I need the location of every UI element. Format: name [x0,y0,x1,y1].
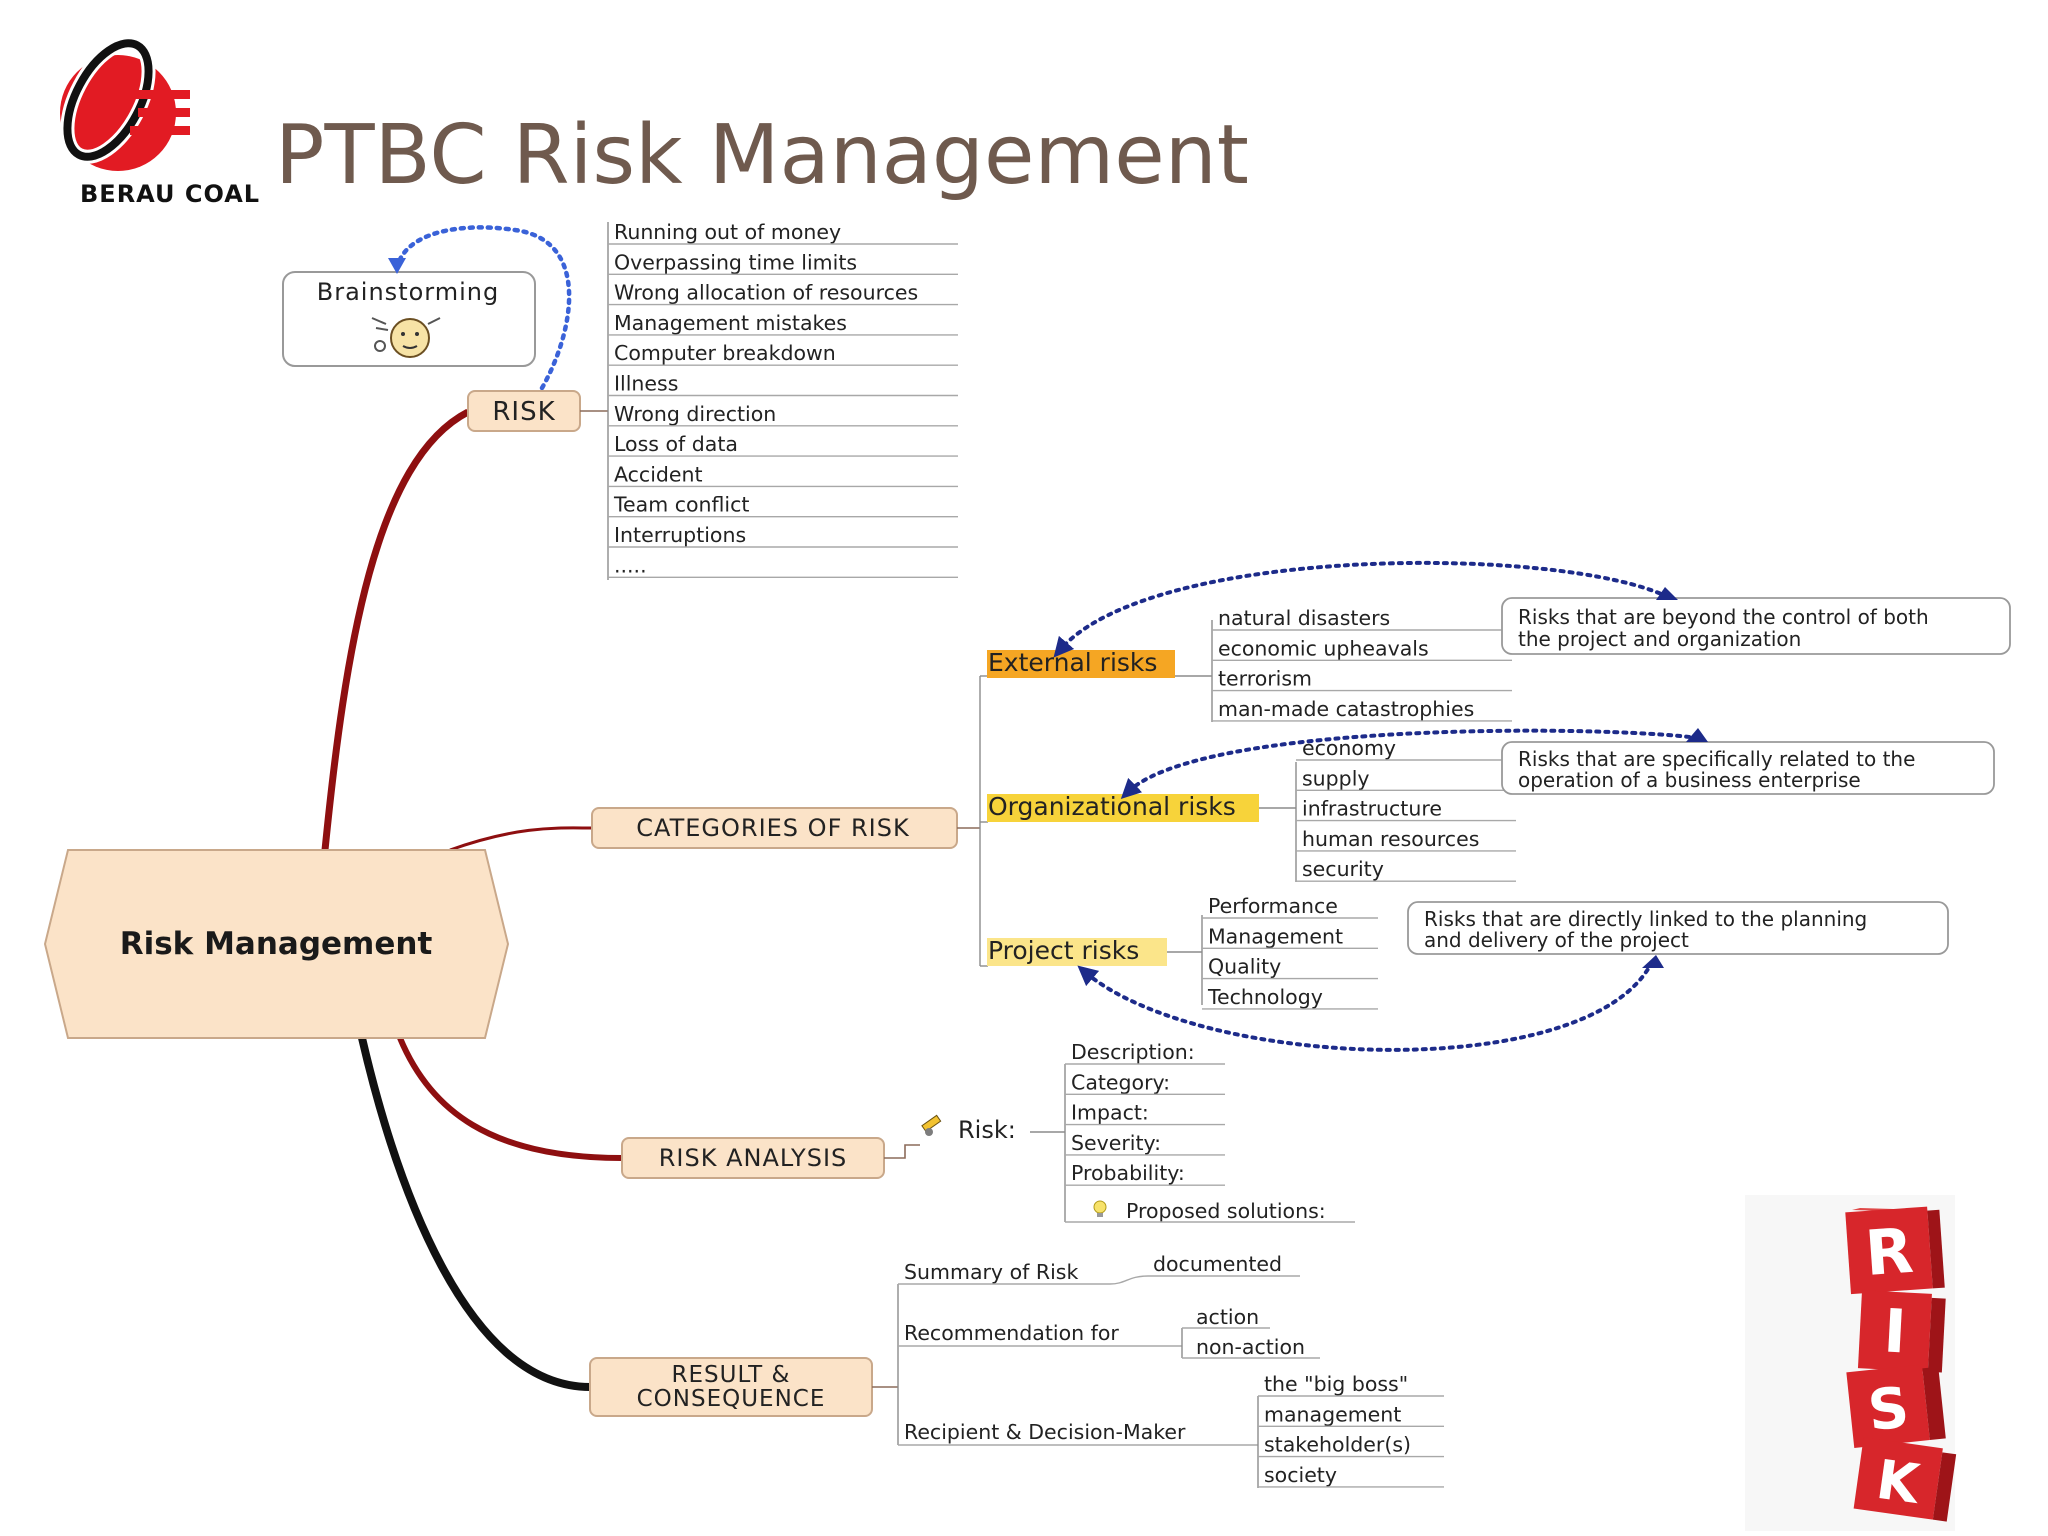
thinking-face-icon [371,317,441,358]
analysis-risk-label: Risk: [958,1116,1016,1144]
external-note-line2: the project and organization [1518,627,1801,651]
result-label-line2: CONSEQUENCE [637,1386,826,1412]
proposed-solutions-label: Proposed solutions: [1126,1199,1326,1223]
project-item: Quality [1208,955,1281,979]
organizational-item: human resources [1302,827,1479,851]
recipient-item-list: the "big boss" management stakeholder(s) so… [1258,1372,1444,1488]
risk-item: Computer breakdown [614,341,836,365]
organizational-note-arrow [1120,728,1700,799]
recipient-item: the "big boss" [1264,1372,1408,1396]
risk-item: Interruptions [614,523,746,547]
logo-text: BERAU COAL [80,180,261,208]
recommendation-item-non-action: non-action [1196,1335,1305,1359]
organizational-risks-label: Organizational risks [988,792,1236,821]
project-note-box [1407,901,1949,955]
recipient-item: management [1264,1402,1401,1426]
summary-label: Summary of Risk [904,1260,1078,1284]
recipient-item: society [1264,1463,1337,1487]
categories-label: CATEGORIES OF RISK [636,814,910,842]
analysis-item: Impact: [1071,1101,1149,1125]
center-label: Risk Management [120,926,433,962]
pencil-icon [921,1114,942,1136]
berau-coal-logo [60,36,190,171]
categories-node: CATEGORIES OF RISK [591,807,958,849]
organizational-note-line1: Risks that are specifically related to t… [1518,747,1915,771]
analysis-item: Severity: [1071,1131,1161,1155]
project-highlight [987,938,1167,966]
analysis-item-list: Description: Category: Impact: Severity: Pro… [1065,1040,1225,1186]
risk-item: Accident [614,462,703,486]
risk-cubes-image: R I S K [1745,1195,1957,1531]
analysis-item: Description: [1071,1040,1195,1064]
recipient-label: Recipient & Decision-Maker [904,1420,1186,1444]
analysis-item: Probability: [1071,1161,1185,1185]
organizational-note-box [1501,741,1995,795]
recipient-item: stakeholder(s) [1264,1433,1411,1457]
organizational-note-line2: operation of a business enterprise [1518,768,1861,792]
external-item: economic upheavals [1218,636,1429,660]
brainstorm-arrowhead [388,258,406,274]
cube-letter-i: I [1882,1296,1908,1367]
risk-node: RISK [467,390,581,432]
project-note-line2: and delivery of the project [1424,928,1689,952]
main-branches [321,408,623,1391]
cube-letter-s: S [1865,1375,1912,1444]
center-node: Risk Management [43,849,510,1039]
risk-item: Overpassing time limits [614,250,857,274]
analysis-item: Category: [1071,1070,1170,1094]
external-note-line1: Risks that are beyond the control of bot… [1518,605,1929,629]
external-item: terrorism [1218,667,1312,691]
organizational-item: security [1302,857,1384,881]
external-note-box [1501,597,2011,655]
result-node: RESULT & CONSEQUENCE [589,1357,873,1417]
risk-item: Illness [614,372,678,396]
external-item: natural disasters [1218,606,1390,630]
analysis-node: RISK ANALYSIS [621,1137,885,1179]
cube-letter-r: R [1863,1214,1916,1290]
risk-item: Team conflict [613,493,749,517]
analysis-label: RISK ANALYSIS [659,1144,848,1172]
risk-item: ..... [614,553,647,577]
project-note-line1: Risks that are directly linked to the pl… [1424,907,1867,931]
project-item: Performance [1208,894,1338,918]
external-risks-label: External risks [988,648,1157,677]
risk-item: Running out of money [614,220,841,244]
organizational-item: infrastructure [1302,797,1442,821]
risk-item: Wrong direction [614,402,776,426]
external-highlight [987,650,1175,678]
brainstorm-arrow [394,225,572,391]
organizational-item: supply [1302,766,1370,790]
external-item-list: natural disasters economic upheavals terro… [1212,606,1512,722]
recommendation-item-action: action [1196,1305,1259,1329]
risk-item: Management mistakes [614,311,847,335]
risk-item: Wrong allocation of resources [614,281,918,305]
project-risks-label: Project risks [988,936,1139,965]
lightbulb-icon [1093,1200,1107,1217]
summary-item: documented [1153,1252,1282,1276]
brainstorm-label: Brainstorming [317,278,499,306]
recommendation-label: Recommendation for [904,1321,1119,1345]
project-item: Technology [1207,985,1323,1009]
risk-item: Loss of data [614,432,738,456]
page-title: PTBC Risk Management [275,108,1249,203]
external-note-arrow [1053,560,1670,658]
project-note-arrow [1077,960,1654,1052]
project-item: Management [1208,924,1343,948]
brainstorm-node: Brainstorming [282,271,536,367]
result-label-line1: RESULT & [672,1362,791,1388]
risk-label: RISK [492,397,555,427]
external-item: man-made catastrophies [1218,697,1474,721]
